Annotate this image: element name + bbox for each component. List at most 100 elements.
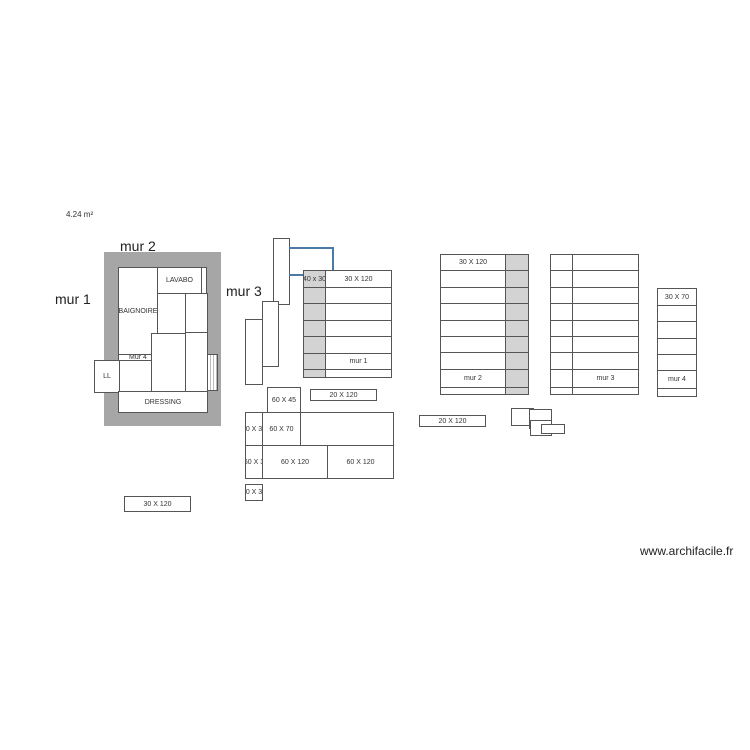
mur3-tile[interactable] <box>550 320 573 337</box>
mur4-tile[interactable] <box>657 388 697 397</box>
tile-60x30[interactable]: 60 X 30 <box>245 412 263 446</box>
mur2-tile[interactable] <box>440 287 506 304</box>
mur2-shaded-tile[interactable] <box>505 303 529 321</box>
panel[interactable] <box>273 238 290 305</box>
mur1-tile[interactable] <box>325 287 392 304</box>
mur1-shaded-tile[interactable] <box>303 287 326 304</box>
mur4-tile-text: 30 X 70 <box>664 293 690 301</box>
mur3-tile[interactable] <box>550 287 573 304</box>
mur1-shaded-tile[interactable] <box>303 303 326 321</box>
mur3-tile[interactable] <box>572 352 639 370</box>
tile-60x3-text: 60 X 3 <box>246 458 262 466</box>
mur2-shaded-tile[interactable] <box>505 387 529 395</box>
tile-60x120-text: 60 X 120 <box>280 458 310 466</box>
ll-text: LL <box>103 373 111 380</box>
mur1-tile-text: 30 X 120 <box>344 275 373 283</box>
tile-30x120-text: 30 X 120 <box>143 500 172 508</box>
mur2-shaded-tile[interactable] <box>505 287 529 304</box>
mur3-tile[interactable] <box>550 336 573 353</box>
mur2-tile-text: 30 X 120 <box>458 259 488 266</box>
mur3-tile[interactable] <box>550 254 573 271</box>
panel[interactable] <box>245 319 263 385</box>
mur2-tile[interactable] <box>440 303 506 321</box>
mur2-tile[interactable]: mur 2 <box>440 369 506 388</box>
mur3-tile[interactable] <box>572 387 639 395</box>
mur3-tile[interactable] <box>572 320 639 337</box>
mur4-tile[interactable] <box>657 305 697 322</box>
mur2-shaded-tile[interactable] <box>505 352 529 370</box>
mur1-tile[interactable] <box>325 336 392 354</box>
mur3-tile[interactable] <box>550 303 573 321</box>
tile-30x30[interactable]: 30 X 30 <box>245 484 263 501</box>
mur3-tile[interactable] <box>572 303 639 321</box>
mur2-shaded-tile[interactable] <box>505 270 529 288</box>
mur3-tile[interactable]: mur 3 <box>572 369 639 388</box>
mur1-tile[interactable]: mur 1 <box>325 353 392 370</box>
mur3-tile[interactable] <box>550 352 573 370</box>
room-tile[interactable] <box>185 293 208 333</box>
tile-30x30-text: 30 X 30 <box>245 489 263 496</box>
mur3-tile[interactable] <box>572 287 639 304</box>
mur2-shaded-tile[interactable] <box>505 336 529 353</box>
tile-30x120[interactable]: 30 X 120 <box>124 496 191 512</box>
tile-60x45-text: 60 X 45 <box>271 396 297 404</box>
small-tile[interactable] <box>541 424 565 434</box>
baignoire-text: BAIGNOIRE <box>118 307 158 315</box>
tile-60x45[interactable]: 60 X 45 <box>267 387 301 413</box>
dressing[interactable]: DRESSING <box>118 391 208 413</box>
lavabo-text: LAVABO <box>166 277 193 284</box>
tile-60x120[interactable]: 60 X 120 <box>262 445 328 479</box>
tile-20x120[interactable]: 20 X 120 <box>310 389 377 401</box>
mur3-tile-text: mur 3 <box>596 375 615 382</box>
room-tile[interactable] <box>157 293 186 334</box>
tile-60x70[interactable]: 60 X 70 <box>262 412 301 446</box>
mur1-shaded-tile[interactable] <box>303 336 326 354</box>
mur2-tile[interactable] <box>440 320 506 337</box>
mur4-tile[interactable] <box>657 321 697 339</box>
mur1-shaded-tile[interactable] <box>303 320 326 337</box>
mur-1-label: mur 1 <box>55 291 91 307</box>
tile-60x3[interactable]: 60 X 3 <box>245 445 263 479</box>
window <box>207 354 218 391</box>
mur2-tile[interactable] <box>440 352 506 370</box>
mur3-tile[interactable] <box>572 336 639 353</box>
mur2-shaded-tile[interactable] <box>505 320 529 337</box>
room-tile[interactable] <box>151 333 186 392</box>
mur1-tile[interactable]: 30 X 120 <box>325 270 392 288</box>
lavabo[interactable]: LAVABO <box>157 267 202 294</box>
mur2-shaded-tile[interactable] <box>505 369 529 388</box>
mur1-shaded-tile-text: 40 x 30 <box>303 275 326 283</box>
mur1-shaded-tile[interactable] <box>303 353 326 370</box>
mur3-tile[interactable] <box>572 254 639 271</box>
mur4-tile[interactable] <box>657 354 697 371</box>
mur1-tile-text: mur 1 <box>349 358 368 365</box>
mur3-tile[interactable] <box>550 387 573 395</box>
mur3-tile[interactable] <box>572 270 639 288</box>
mur2-shaded-tile[interactable] <box>505 254 529 271</box>
mur3-tile[interactable] <box>550 270 573 288</box>
mur3-tile[interactable] <box>550 369 573 388</box>
room-tile[interactable] <box>185 332 208 392</box>
tile-20x120[interactable]: 20 X 120 <box>419 415 486 427</box>
mur2-tile[interactable] <box>440 387 506 395</box>
mur1-shaded-tile[interactable] <box>303 369 326 378</box>
pipe <box>332 247 334 270</box>
mur2-tile[interactable] <box>440 336 506 353</box>
mur1-tile[interactable] <box>325 303 392 321</box>
tile-60x120[interactable]: 60 X 120 <box>327 445 394 479</box>
mur1-tile[interactable] <box>325 320 392 337</box>
mur4-tile[interactable]: 30 X 70 <box>657 288 697 306</box>
room-tile[interactable] <box>118 360 152 392</box>
mur1-tile[interactable] <box>325 369 392 378</box>
watermark: www.archifacile.fr <box>640 544 734 558</box>
mur2-tile[interactable] <box>440 270 506 288</box>
mur1-shaded-tile[interactable]: 40 x 30 <box>303 270 326 288</box>
panel[interactable] <box>262 301 279 367</box>
mur4-tile[interactable]: mur 4 <box>657 370 697 389</box>
mur2-tile[interactable]: 30 X 120 <box>440 254 506 271</box>
mur2-tile-text: mur 2 <box>464 375 482 382</box>
mur-4-strip-text: Mur 4 <box>129 354 147 361</box>
mur4-tile[interactable] <box>657 338 697 355</box>
tile-large[interactable] <box>300 412 394 451</box>
ll[interactable]: LL <box>94 360 120 393</box>
